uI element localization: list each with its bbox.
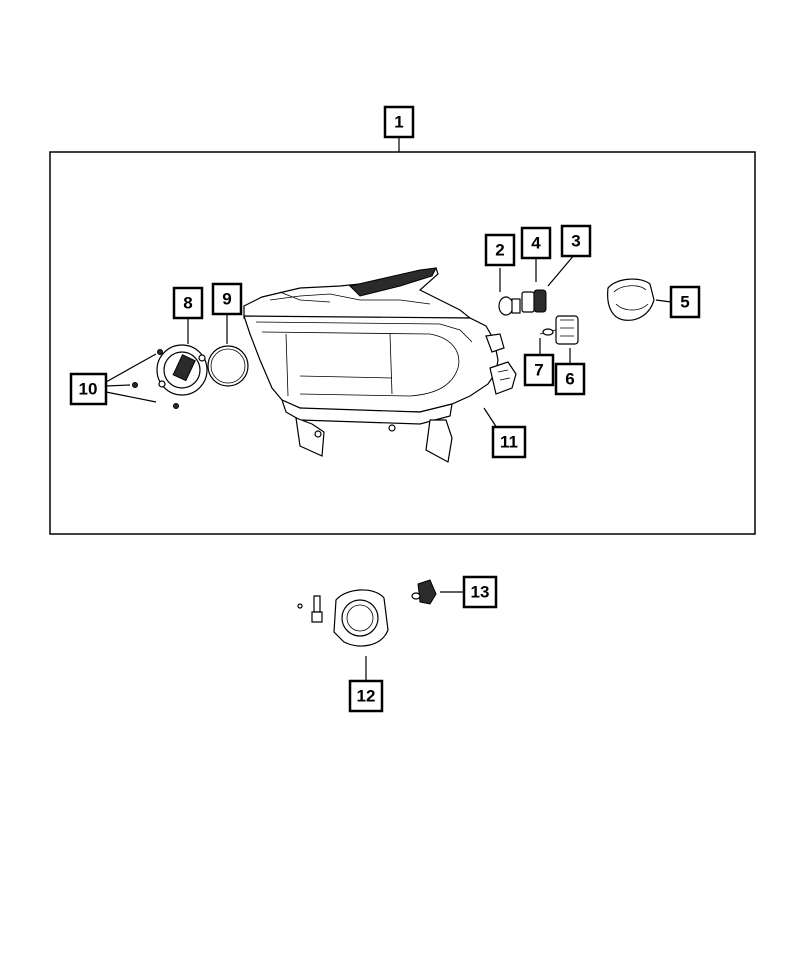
callout-2: 2 [484, 233, 516, 267]
callout-9-label: 9 [222, 290, 231, 309]
callout-7: 7 [523, 353, 555, 387]
callout-12: 12 [348, 679, 384, 713]
callout-6: 6 [554, 362, 586, 396]
callout-1-label: 1 [394, 113, 403, 132]
callout-7-label: 7 [534, 361, 543, 380]
leader-10a [105, 353, 157, 383]
callout-12-label: 12 [357, 687, 376, 706]
socket-part-4 [521, 289, 547, 313]
callout-13-label: 13 [471, 583, 490, 602]
leader-3 [547, 253, 576, 287]
callout-2-label: 2 [495, 241, 504, 260]
callout-8: 8 [172, 286, 204, 320]
retainer-ring-part-8 [156, 344, 208, 396]
callout-5-label: 5 [680, 293, 689, 312]
callout-10-label: 10 [79, 380, 98, 399]
screws-part-10 [132, 349, 179, 409]
leader-11 [483, 407, 498, 429]
callout-1: 1 [383, 105, 415, 139]
leader-10c [105, 391, 157, 403]
fog-bulb-part-13 [411, 579, 437, 605]
bulb-part-2 [498, 296, 521, 316]
seal-part-9 [207, 345, 249, 387]
callout-3: 3 [560, 224, 592, 258]
leader-10b [105, 384, 131, 387]
callout-4: 4 [520, 226, 552, 260]
assembly-frame [49, 151, 756, 535]
callout-11: 11 [491, 425, 527, 459]
capsule-part-6 [539, 315, 579, 345]
fog-lamp-part-12 [297, 589, 389, 647]
callout-6-label: 6 [565, 370, 574, 389]
callout-10: 10 [69, 372, 108, 406]
leader-5 [655, 299, 672, 303]
callout-4-label: 4 [531, 234, 541, 253]
callout-11-label: 11 [500, 433, 518, 452]
callout-5: 5 [669, 285, 701, 319]
callout-8-label: 8 [183, 294, 192, 313]
callout-13: 13 [462, 575, 498, 609]
callout-3-label: 3 [571, 232, 580, 251]
headlamp-housing [243, 267, 517, 463]
callout-9: 9 [211, 282, 243, 316]
cap-part-5 [607, 278, 655, 321]
